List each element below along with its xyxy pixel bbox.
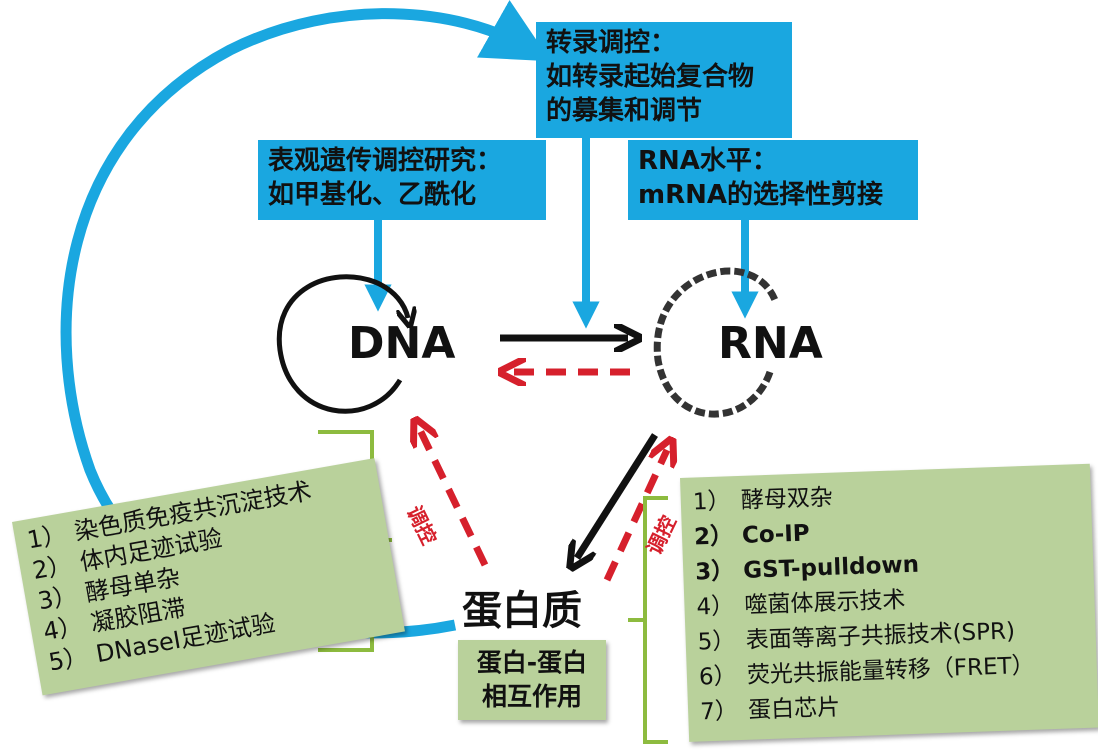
box-line: 表观遗传调控研究： [268, 146, 503, 176]
rna-to-protein-arrow [577, 433, 658, 558]
method-text: 噬菌体展示技术 [744, 587, 906, 619]
ppi-box: 蛋白-蛋白 相互作用 [458, 640, 606, 720]
box-line: RNA水平： [638, 146, 778, 176]
dna-loop [276, 274, 408, 414]
method-number: 5） [46, 642, 91, 677]
method-text: 荧光共振能量转移（FRET） [746, 652, 1036, 689]
method-text: 酵母双杂 [740, 484, 834, 514]
method-number: 2） [693, 523, 734, 551]
method-number: 3） [694, 558, 735, 586]
box-line: 相互作用 [481, 682, 582, 711]
method-number: 1） [692, 488, 731, 516]
protein-to-dna-arrow [420, 430, 489, 567]
method-text: Co-IP [741, 520, 811, 549]
transcription-regulation-box: 转录调控： 如转录起始复合物 的募集和调节 [536, 22, 792, 138]
box-line: 的募集和调节 [546, 96, 703, 126]
rna-label: RNA [718, 318, 823, 369]
method-number: 6） [698, 663, 738, 691]
method-number: 5） [697, 628, 736, 656]
method-number: 4） [696, 593, 735, 621]
dna-label: DNA [348, 318, 456, 369]
protein-to-rna-arrow [603, 450, 667, 582]
method-number: 7） [699, 698, 739, 726]
box-line: mRNA的选择性剪接 [638, 180, 883, 210]
rna-loop [653, 267, 779, 418]
box-line: 蛋白-蛋白 [476, 648, 588, 677]
protein-label: 蛋白质 [462, 588, 582, 634]
protein-protein-methods-box: 1）酵母双杂 2）Co-IP 3）GST-pulldown 4）噬菌体展示技术 … [680, 463, 1098, 742]
box-line: 转录调控： [546, 28, 677, 58]
method-text: GST-pulldown [742, 551, 920, 584]
rna-level-box: RNA水平： mRNA的选择性剪接 [628, 140, 918, 220]
box-line: 如甲基化、乙酰化 [268, 180, 477, 210]
method-text: 蛋白芯片 [747, 694, 841, 724]
epigenetic-regulation-box: 表观遗传调控研究： 如甲基化、乙酰化 [258, 140, 546, 220]
method-text: 表面等离子共振技术(SPR) [745, 618, 1016, 654]
box-line: 如转录起始复合物 [546, 62, 755, 92]
right-brace [628, 496, 668, 744]
